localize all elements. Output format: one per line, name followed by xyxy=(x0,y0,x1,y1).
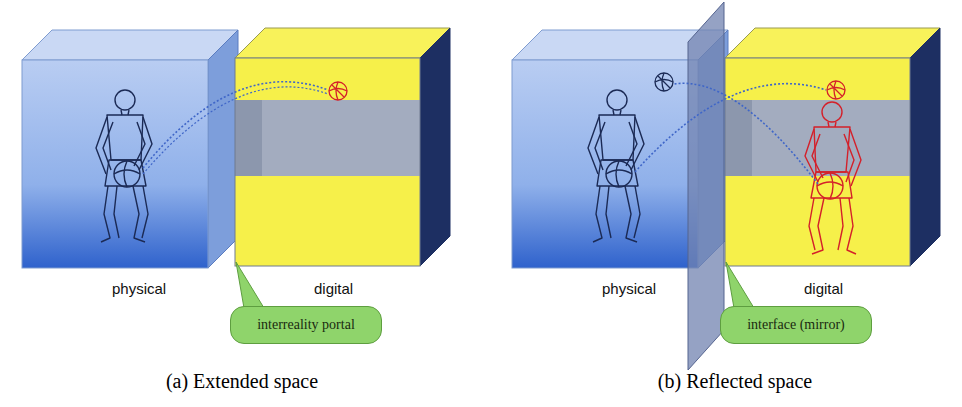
physical-cube xyxy=(22,30,238,268)
ball-trajectory xyxy=(143,82,328,168)
digital-ball xyxy=(827,81,845,99)
part-label: digital xyxy=(314,280,353,297)
part-label: physical xyxy=(112,280,166,297)
part-label: physical xyxy=(602,280,656,297)
ball-trajectory xyxy=(674,83,818,184)
callout-tail xyxy=(726,262,754,308)
player-figure xyxy=(96,90,152,242)
callout-box: interface (mirror) xyxy=(720,306,872,344)
mirror-plane xyxy=(688,2,724,370)
digital-cube xyxy=(235,28,450,266)
callout-box: interreality portal xyxy=(230,306,382,344)
physical-ball xyxy=(655,73,673,91)
callout-text: interface (mirror) xyxy=(747,317,845,333)
reflected-figure xyxy=(805,102,861,254)
callout-tail xyxy=(236,262,264,308)
callout-text: interreality portal xyxy=(257,317,355,333)
digital-ball xyxy=(329,82,347,100)
panel-caption: (a) Extended space xyxy=(166,370,318,393)
panel-caption: (b) Reflected space xyxy=(658,370,812,393)
digital-cube xyxy=(725,28,940,266)
ball-trajectory xyxy=(143,87,328,174)
player-figure xyxy=(588,90,644,242)
part-label: digital xyxy=(804,280,843,297)
